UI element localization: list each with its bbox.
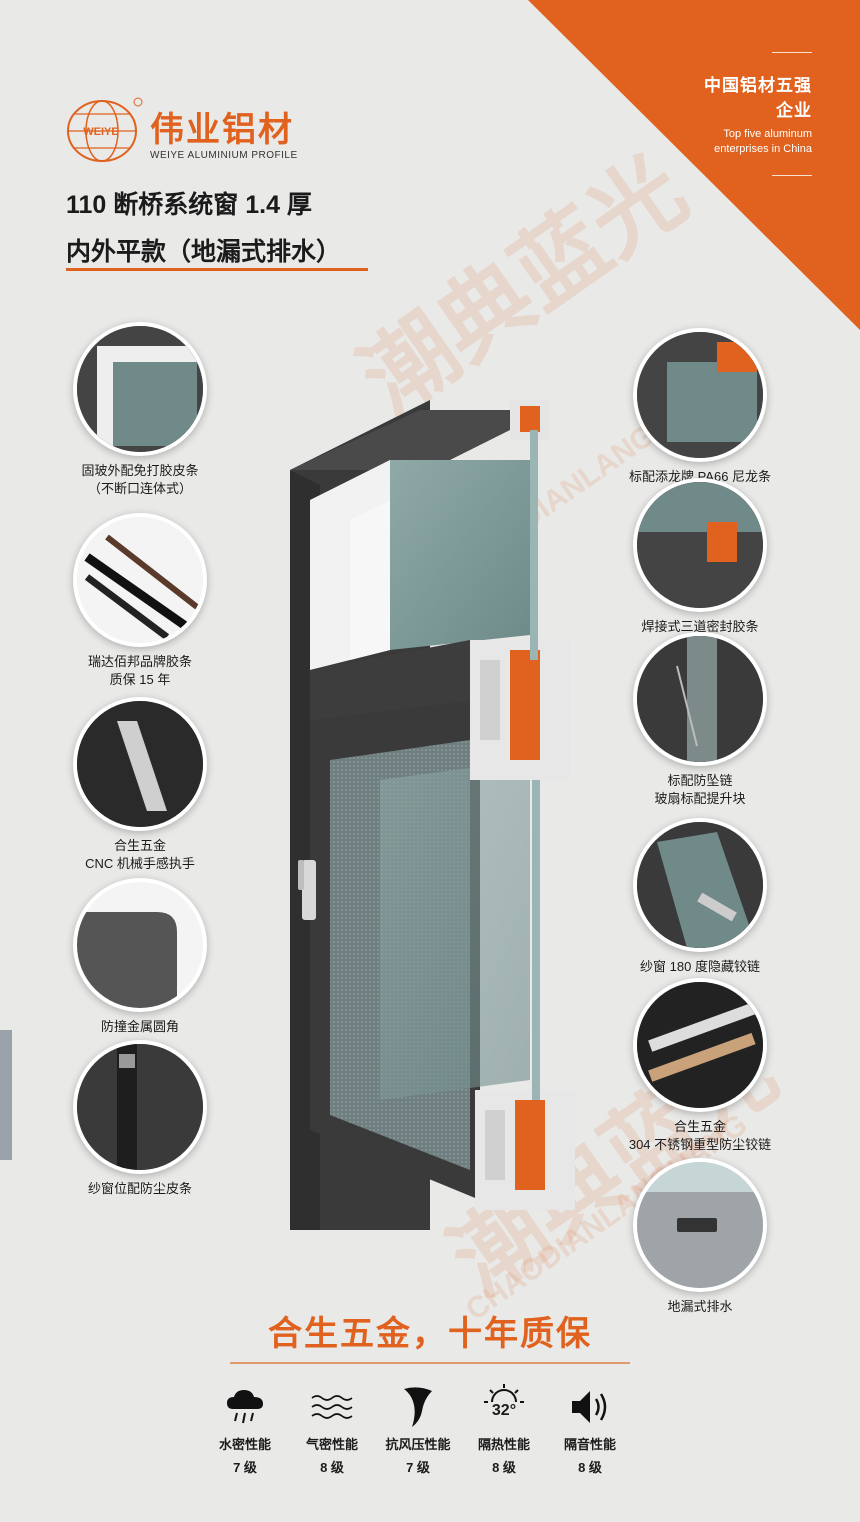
perf-label: 水密性能	[218, 1437, 271, 1452]
corner-subtitle: Top five aluminum enterprises in China	[692, 127, 812, 157]
corner-title: 中国铝材五强企业	[704, 76, 812, 120]
logo-wordmark: WEIYE	[83, 126, 119, 138]
feature-dust-strip: 纱窗位配防尘皮条	[45, 1040, 235, 1198]
caption-line2: 质保 15 年	[109, 672, 171, 687]
feature-rubber-strip: 瑞达佰邦品牌胶条 质保 15 年	[45, 513, 235, 689]
perf-label: 抗风压性能	[385, 1437, 451, 1452]
brand-logo: WEIYE 伟业铝材 WEIYE ALUMINIUM PROFILE	[64, 96, 324, 166]
caption-line1: 纱窗位配防尘皮条	[87, 1181, 192, 1196]
caption-line1: 标配添龙牌 PA66 尼龙条	[628, 469, 772, 484]
caption-line1: 固玻外配免打胶皮条	[81, 463, 199, 478]
corner-text-block: 中国铝材五强企业 Top five aluminum enterprises i…	[692, 52, 812, 176]
glass-seal-icon	[73, 322, 207, 456]
caption-line1: 防撞金属圆角	[100, 1019, 179, 1034]
caption-line1: 地漏式排水	[667, 1299, 733, 1314]
feature-caption: 合生五金 CNC 机械手感执手	[45, 837, 235, 873]
temperature-badge: 32°	[491, 1402, 517, 1419]
drain-icon	[633, 1158, 767, 1292]
safety-chain-icon	[633, 632, 767, 766]
caption-line1: 纱窗 180 度隐藏铰链	[640, 959, 760, 974]
triple-seal-icon	[633, 478, 767, 612]
left-edge-fragment	[0, 1030, 12, 1160]
feature-handle: 合生五金 CNC 机械手感执手	[45, 697, 235, 873]
feature-caption: 防撞金属圆角	[45, 1018, 235, 1036]
perf-heat: 32° 隔热性能 8 级	[459, 1382, 549, 1476]
rubber-strip-icon	[73, 513, 207, 647]
caption-line1: 合生五金	[113, 838, 166, 853]
feature-caption: 纱窗位配防尘皮条	[45, 1180, 235, 1198]
feature-caption: 标配添龙牌 PA66 尼龙条	[605, 468, 795, 486]
dust-strip-icon	[73, 1040, 207, 1174]
perf-level: 8 级	[320, 1460, 344, 1475]
perf-wind: 抗风压性能 7 级	[373, 1382, 463, 1476]
feature-drain: 地漏式排水	[605, 1158, 795, 1316]
product-title: 110 断桥系统窗 1.4 厚	[66, 191, 312, 219]
caption-line2: CNC 机械手感执手	[85, 856, 195, 871]
feature-caption: 固玻外配免打胶皮条 （不断口连体式）	[45, 462, 235, 498]
caption-line1: 焊接式三道密封胶条	[641, 619, 759, 634]
air-waves-icon	[287, 1382, 377, 1432]
perf-level: 8 级	[492, 1460, 516, 1475]
caption-line1: 合生五金	[673, 1119, 726, 1134]
perf-label: 气密性能	[305, 1437, 358, 1452]
corner-icon	[73, 878, 207, 1012]
steel-hinge-icon	[633, 978, 767, 1112]
corner-subtitle-line2: enterprises in China	[714, 143, 812, 155]
feature-caption: 标配防坠链 玻扇标配提升块	[605, 772, 795, 808]
brand-name-cn: 伟业铝材	[150, 111, 294, 149]
caption-line2: 304 不锈钢重型防尘铰链	[628, 1137, 772, 1152]
feature-caption: 焊接式三道密封胶条	[605, 618, 795, 636]
feature-safety-chain: 标配防坠链 玻扇标配提升块	[605, 632, 795, 808]
sun-temperature-icon: 32°	[459, 1382, 549, 1432]
nylon-strip-icon	[633, 328, 767, 462]
perf-water: 水密性能 7 级	[200, 1382, 290, 1476]
feature-caption: 地漏式排水	[605, 1298, 795, 1316]
wind-icon	[373, 1382, 463, 1432]
feature-caption: 合生五金 304 不锈钢重型防尘铰链	[605, 1118, 795, 1154]
feature-steel-hinge: 合生五金 304 不锈钢重型防尘铰链	[605, 978, 795, 1154]
caption-line2: 玻扇标配提升块	[654, 791, 746, 806]
perf-label: 隔音性能	[563, 1437, 616, 1452]
feature-caption: 纱窗 180 度隐藏铰链	[605, 958, 795, 976]
feature-nylon-strip: 标配添龙牌 PA66 尼龙条	[605, 328, 795, 486]
caption-line1: 瑞达佰邦品牌胶条	[87, 654, 192, 669]
corner-banner	[528, 0, 860, 330]
globe-logo-icon	[67, 97, 143, 162]
feature-glass-seal: 固玻外配免打胶皮条 （不断口连体式）	[45, 322, 235, 498]
perf-air: 气密性能 8 级	[287, 1382, 377, 1476]
perf-level: 7 级	[233, 1460, 257, 1475]
caption-line1: 标配防坠链	[667, 773, 733, 788]
caption-line2: （不断口连体式）	[87, 481, 192, 496]
window-cross-section	[290, 400, 575, 1230]
rain-cloud-icon	[200, 1382, 290, 1432]
subtitle-underline	[66, 268, 368, 271]
feature-hidden-hinge: 纱窗 180 度隐藏铰链	[605, 818, 795, 976]
product-subtitle: 内外平款（地漏式排水）	[66, 238, 342, 266]
brand-name-en: WEIYE ALUMINIUM PROFILE	[150, 150, 298, 161]
feature-corner: 防撞金属圆角	[45, 878, 235, 1036]
feature-triple-seal: 焊接式三道密封胶条	[605, 478, 795, 636]
perf-level: 8 级	[578, 1460, 602, 1475]
hidden-hinge-icon	[633, 818, 767, 952]
speaker-icon	[545, 1382, 635, 1432]
perf-sound: 隔音性能 8 级	[545, 1382, 635, 1476]
slogan-underline	[230, 1362, 630, 1364]
slogan: 合生五金，十年质保	[268, 1315, 592, 1353]
perf-label: 隔热性能	[477, 1437, 530, 1452]
handle-icon	[73, 697, 207, 831]
corner-subtitle-line1: Top five aluminum	[723, 128, 812, 140]
feature-caption: 瑞达佰邦品牌胶条 质保 15 年	[45, 653, 235, 689]
perf-level: 7 级	[406, 1460, 430, 1475]
